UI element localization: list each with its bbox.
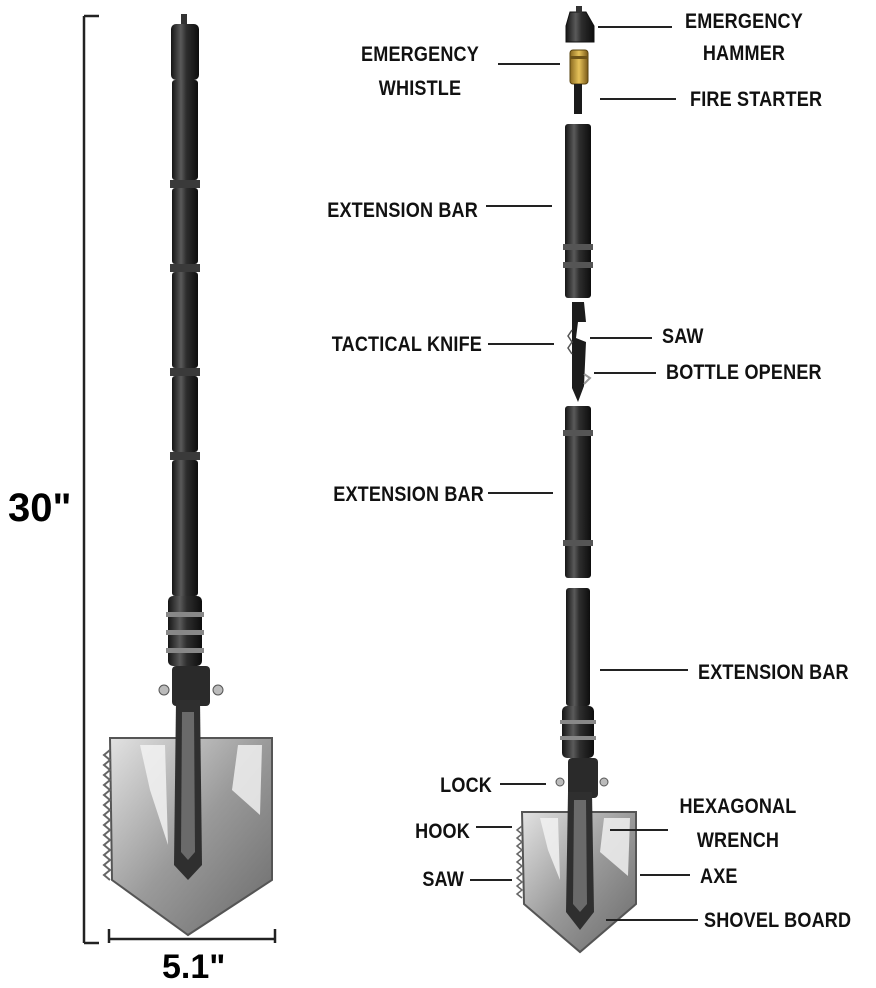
extension-bar-part-3 [560, 588, 596, 758]
assembled-shovel [102, 14, 273, 937]
tactical-knife-part [567, 302, 592, 402]
label-lock: LOCK [440, 774, 492, 797]
label-tactical-knife: TACTICAL KNIFE [331, 333, 482, 356]
fire-starter-part [574, 84, 582, 114]
height-dimension-label: 30" [8, 486, 72, 530]
label-emergency-whistle: EMERGENCY WHISTLE [361, 43, 479, 100]
label-extension-bar-1: EXTENSION BAR [327, 199, 478, 222]
height-dimension-line [82, 14, 99, 945]
label-hook: HOOK [415, 820, 470, 843]
label-extension-bar-3: EXTENSION BAR [698, 661, 849, 684]
label-saw-knife: SAW [662, 325, 704, 348]
label-shovel-board: SHOVEL BOARD [704, 909, 852, 932]
extension-bar-part-2 [563, 406, 593, 578]
label-bottle-opener: BOTTLE OPENER [666, 361, 822, 384]
emergency-whistle-part [569, 49, 589, 85]
label-fire-starter: FIRE STARTER [690, 88, 823, 111]
width-dimension-label: 5.1" [162, 948, 226, 986]
width-dimension-line [107, 929, 277, 943]
emergency-hammer-part [565, 6, 595, 43]
label-saw-shovel: SAW [422, 868, 464, 891]
label-hexagonal-wrench: HEXAGONAL WRENCH [679, 795, 797, 852]
extension-bar-part-1 [563, 124, 593, 298]
leader-lines [470, 26, 698, 921]
label-axe: AXE [700, 865, 738, 888]
label-emergency-hammer: EMERGENCY HAMMER [685, 10, 803, 65]
shovel-head-part [515, 758, 637, 954]
label-extension-bar-2: EXTENSION BAR [333, 483, 484, 506]
